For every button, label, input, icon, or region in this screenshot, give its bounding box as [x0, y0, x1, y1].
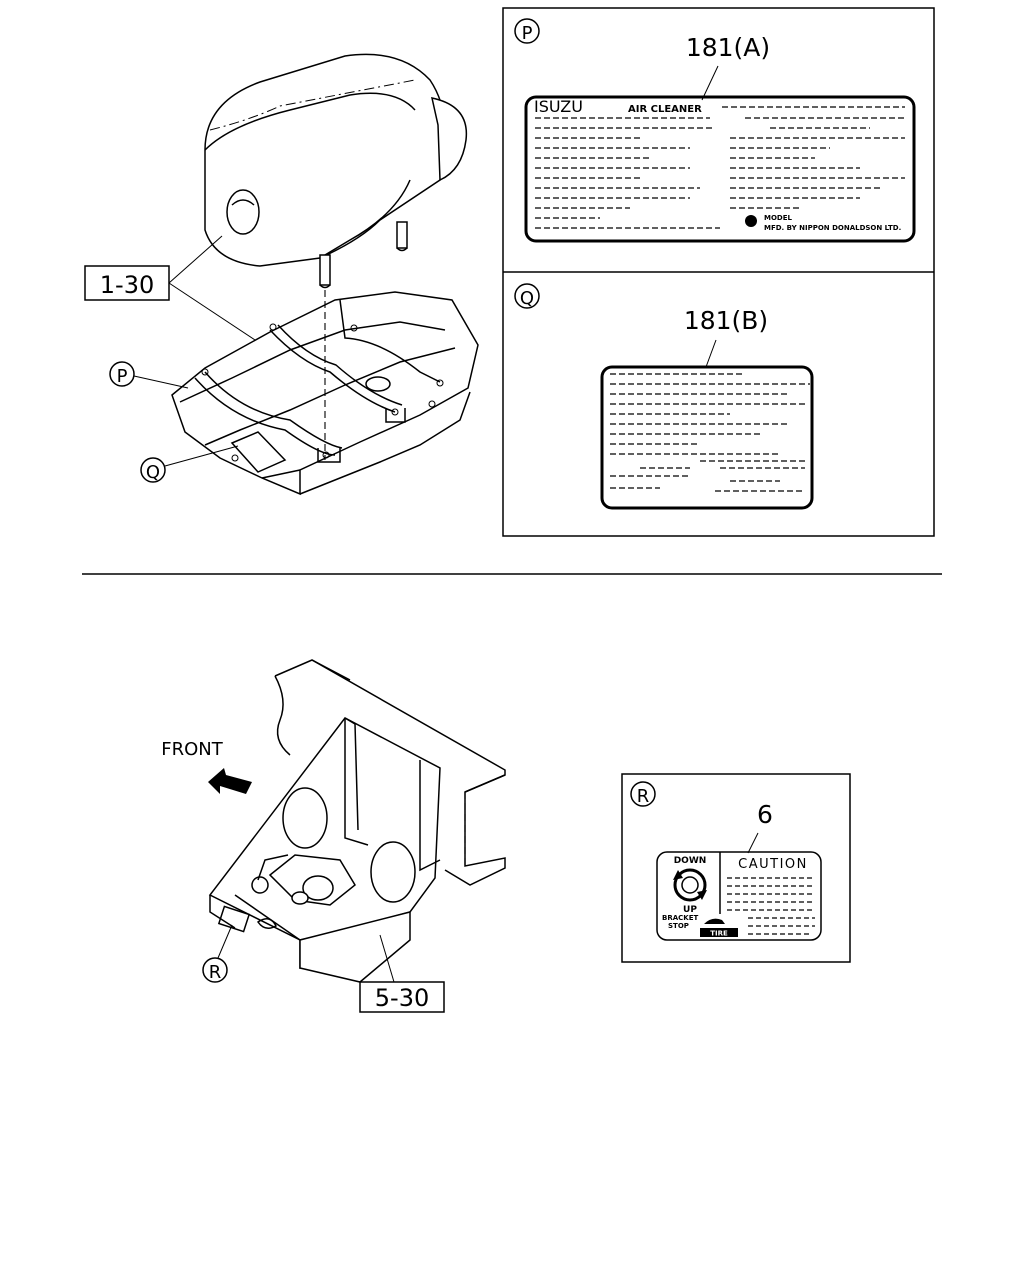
- air-cleaner-assembly-illustration: [171, 53, 479, 496]
- ref-p-marker: P: [117, 366, 128, 387]
- callout-part-5-30: 5-30: [359, 934, 445, 1013]
- panel-q-ref: Q: [520, 288, 534, 309]
- label-tire: TIRE: [710, 930, 728, 938]
- label-stop: STOP: [668, 922, 689, 930]
- callout-ref-r: R: [202, 924, 233, 983]
- label-manufacturer: MFD. BY NIPPON DONALDSON LTD.: [764, 224, 901, 232]
- panel-p: P 181(A) ISUZU AIR CLEANER MODEL MFD. BY…: [514, 18, 916, 243]
- part-number-181b: 181(B): [684, 306, 768, 335]
- label-model-field: MODEL: [764, 214, 793, 222]
- label-caution: CAUTION: [738, 857, 808, 872]
- callout-part-1-30: 1-30: [84, 235, 256, 341]
- air-cleaner-label-b: [600, 365, 814, 510]
- front-direction-indicator: FRONT: [161, 739, 252, 794]
- donaldson-logo-icon: [745, 215, 757, 227]
- label-b-text-lines: [610, 373, 810, 492]
- callout-ref-q: Q: [140, 445, 239, 483]
- label-up: UP: [683, 905, 697, 915]
- spare-tire-bracket-illustration: [208, 659, 506, 983]
- part-number-1-30: 1-30: [100, 271, 154, 299]
- label-a-text-lines: [535, 106, 905, 229]
- label-heading-air-cleaner: AIR CLEANER: [628, 104, 702, 115]
- panel-p-ref: P: [522, 23, 533, 44]
- ref-r-marker: R: [209, 962, 222, 983]
- ref-q-marker: Q: [146, 462, 160, 483]
- label-down: DOWN: [674, 856, 707, 866]
- panel-q: Q 181(B): [514, 283, 814, 510]
- air-cleaner-canister: [204, 53, 468, 289]
- label-brand-isuzu: ISUZU: [534, 97, 583, 116]
- panel-r: R 6 DOWN CAUTION UP BRACKET STOP TIRE: [621, 773, 851, 963]
- part-number-5-30: 5-30: [375, 984, 429, 1012]
- air-cleaner-label-a: [524, 95, 916, 243]
- callout-ref-p: P: [109, 361, 189, 389]
- rotation-dial-icon: [673, 868, 707, 902]
- part-number-6: 6: [757, 800, 773, 829]
- tire-stop-icon: TIRE: [700, 918, 738, 938]
- caution-text-lines: [727, 877, 815, 935]
- caution-label: [656, 851, 822, 941]
- panel-r-ref: R: [637, 786, 650, 807]
- label-detail-panels: [502, 7, 935, 537]
- front-label: FRONT: [161, 739, 223, 760]
- part-number-181a: 181(A): [686, 33, 770, 62]
- label-bracket: BRACKET: [662, 914, 698, 922]
- front-arrow-icon: [208, 768, 252, 794]
